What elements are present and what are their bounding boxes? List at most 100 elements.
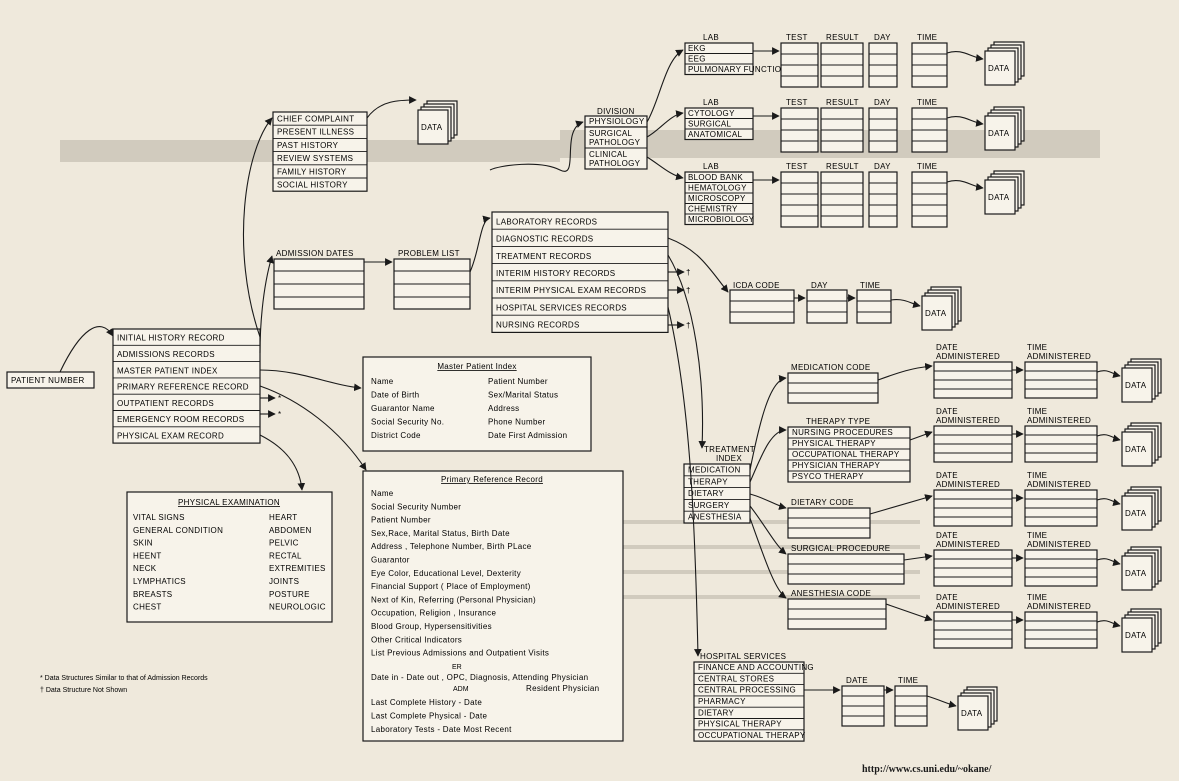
primary-ref-arrow	[259, 385, 367, 471]
anesthesia-date-label: DATE	[936, 593, 958, 602]
physical-exam-item: LYMPHATICS	[133, 577, 186, 586]
division-item: SURGICAL	[589, 129, 633, 138]
lab-physiology-item: PULMONARY FUNCTION	[688, 65, 787, 74]
anesthesia-code-table	[787, 598, 887, 630]
history-data-arrow	[366, 96, 417, 119]
lab-physiology-col-label: TEST	[786, 33, 808, 42]
therapy-data-arrow	[1096, 434, 1121, 443]
anesthesia-data-sheet	[1121, 617, 1153, 653]
master-index-field: Phone Number	[488, 418, 545, 427]
icda-day-table	[806, 289, 848, 324]
physical-exam-frame	[126, 491, 333, 623]
primary-ref-field: Sex,Race, Marital Status, Birth Date	[371, 529, 510, 538]
lab-surgical-col-label: DAY	[874, 98, 891, 107]
treatment-title: INDEX	[716, 454, 742, 463]
division-item: CLINICAL	[589, 150, 628, 159]
physical-exam-item: ABDOMEN	[269, 526, 312, 535]
history-data-label: DATA	[421, 123, 443, 132]
lab-physiology-col-label: TIME	[917, 33, 937, 42]
dietary-time-label: TIME	[1027, 471, 1047, 480]
division-title: DIVISION	[597, 107, 635, 116]
history-item: PRESENT ILLNESS	[277, 128, 354, 137]
dietary-data-label: DATA	[1125, 509, 1147, 518]
physical-exam-item: JOINTS	[269, 577, 299, 586]
division-item: PATHOLOGY	[589, 138, 641, 147]
medical-record-item: INTERIM HISTORY RECORDS	[496, 269, 615, 278]
hospital-services-arrow	[667, 306, 702, 657]
surgical-procedure-table	[787, 553, 905, 585]
physical-exam-item: BREASTS	[133, 590, 172, 599]
primary-ref-er: ER	[452, 664, 462, 671]
surgical-data-sheet	[1121, 555, 1153, 591]
primary-ref-frame	[362, 470, 624, 742]
surgical-time-label: ADMINISTERED	[1027, 540, 1091, 549]
history-item: CHIEF COMPLAINT	[277, 115, 354, 124]
treatment-index-arrow	[667, 254, 707, 449]
lab-surgical-data-label: DATA	[988, 129, 1010, 138]
master-index-field: District Code	[371, 431, 421, 440]
lab-clinical-item: BLOOD BANK	[688, 173, 743, 182]
lab-clinical-title: LAB	[703, 162, 719, 171]
lab-clinical-item: MICROSCOPY	[688, 194, 746, 203]
surgical-data-arrow	[1096, 558, 1121, 567]
therapy-type-title: THERAPY TYPE	[806, 417, 870, 426]
hospital-service-item: FINANCE AND ACCOUNTING	[698, 663, 814, 672]
master-index-arrow	[259, 369, 362, 392]
lab-clinical-col	[868, 171, 898, 228]
master-index-field: Date First Admission	[488, 431, 567, 440]
icda-data-sheet	[921, 295, 953, 331]
history-item: FAMILY HISTORY	[277, 167, 347, 176]
master-index-field: Name	[371, 377, 394, 386]
therapy-item: PHYSICIAN THERAPY	[792, 461, 880, 470]
physical-exam-item: HEENT	[133, 551, 162, 560]
icda-code-table	[729, 289, 795, 324]
therapy-branch-arrow	[749, 426, 787, 483]
physical-exam-item: POSTURE	[269, 590, 310, 599]
physical-exam-item: PELVIC	[269, 539, 299, 548]
therapy-arrow	[909, 430, 933, 441]
medical-record-item: TREATMENT RECORDS	[496, 252, 591, 261]
treatment-item: ANESTHESIA	[688, 513, 742, 522]
icda-day-label: DAY	[811, 281, 828, 290]
medication-data-arrow	[1096, 370, 1121, 379]
lab-clinical-item: CHEMISTRY	[688, 205, 738, 214]
surgical-date-label: ADMINISTERED	[936, 540, 1000, 549]
therapy-item: OCCUPATIONAL THERAPY	[792, 450, 900, 459]
icda-time-label: TIME	[860, 281, 880, 290]
surgical-path-arrow	[646, 110, 684, 138]
division-item: PHYSIOLOGY	[589, 117, 645, 126]
treatment-index: TREATMENTINDEXMEDICATIONTHERAPYDIETARYSU…	[683, 445, 755, 524]
interim-history-dagger-mark: †	[686, 268, 691, 277]
patient-to-records-arrow	[59, 326, 114, 373]
primary-ref-field: Next of Kin, Referring (Personal Physici…	[371, 595, 536, 604]
clinical-path-arrow	[646, 156, 684, 181]
lab-physiology-col-label: RESULT	[826, 33, 859, 42]
lab-surgical-col-label: RESULT	[826, 98, 859, 107]
anesthesia-time-label: ADMINISTERED	[1027, 602, 1091, 611]
master-index-field: Sex/Marital Status	[488, 391, 558, 400]
outpatient-star-mark: *	[278, 394, 281, 403]
lab-physiology-data-arrow	[946, 50, 984, 62]
anesthesia-arrow	[885, 603, 933, 622]
lab-clinical-frame	[684, 171, 754, 226]
medication-code-table	[787, 372, 879, 404]
primary-ref-field: Date in - Date out , OPC, Diagnosis, Att…	[371, 673, 588, 682]
icda-data-label: DATA	[925, 309, 947, 318]
initial-history-arrow	[242, 117, 273, 338]
lab-surgical-item: ANATOMICAL	[688, 130, 743, 139]
physical-exam-item: EXTREMITIES	[269, 564, 326, 573]
admission-dates-block: ADMISSION DATES	[273, 249, 365, 310]
anesthesia-branch-arrow	[749, 517, 787, 599]
medication-branch-arrow	[749, 375, 787, 471]
legend-item: * Data Structures Similar to that of Adm…	[40, 675, 208, 682]
physical-exam-arrow	[259, 434, 306, 491]
primary-ref-field: Resident Physician	[526, 684, 599, 693]
physical-exam-item: NEUROLOGIC	[269, 603, 326, 612]
primary-ref-field: Social Security Number	[371, 502, 461, 511]
hospital-service-item: CENTRAL STORES	[698, 674, 774, 683]
icda-time-table	[856, 289, 892, 324]
lab-clinical-col-label: TIME	[917, 162, 937, 171]
lab-clinical-col-label: TEST	[786, 162, 808, 171]
lab-physiology-frame	[684, 42, 754, 76]
